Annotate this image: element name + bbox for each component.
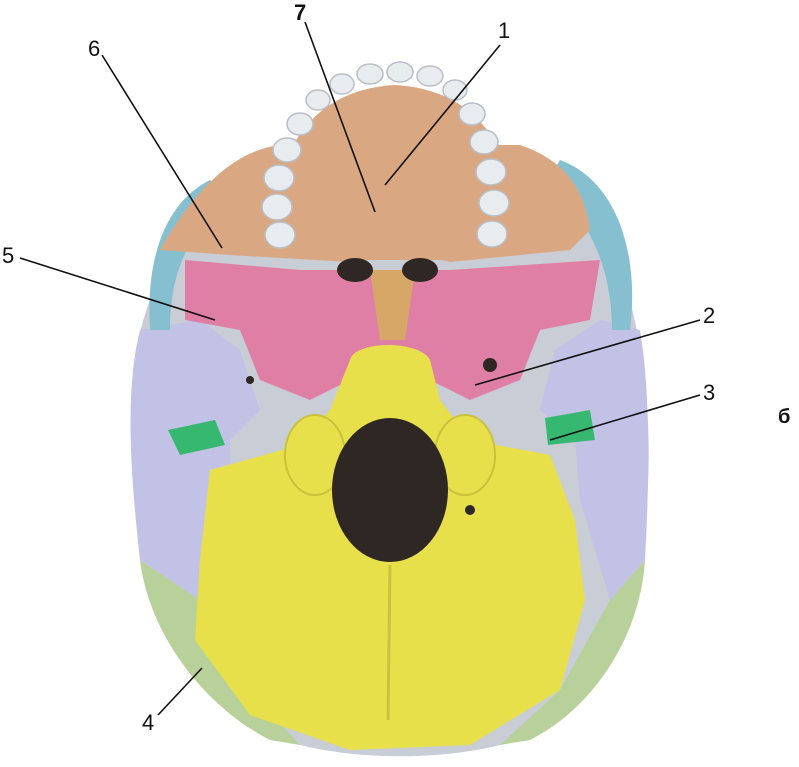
tooth <box>262 194 292 220</box>
tooth <box>330 74 354 94</box>
tooth <box>479 190 509 216</box>
foramen-magnum <box>332 418 448 562</box>
choana-left <box>337 258 373 282</box>
foramen <box>483 358 497 372</box>
tooth <box>265 222 295 248</box>
tooth <box>357 64 383 84</box>
label-4: 4 <box>142 712 154 734</box>
choana-right <box>402 258 438 282</box>
leader-line-6 <box>102 55 222 248</box>
tooth <box>273 138 301 162</box>
tooth <box>264 165 294 191</box>
tooth <box>306 90 330 110</box>
label-5: 5 <box>2 245 14 267</box>
foramen <box>246 376 254 384</box>
occipital-crest <box>388 565 390 720</box>
tooth <box>387 62 413 82</box>
tooth <box>477 221 507 247</box>
tooth <box>417 66 443 86</box>
foramen <box>465 505 475 515</box>
label-7: 7 <box>294 2 306 24</box>
label-1: 1 <box>498 20 510 42</box>
tooth <box>459 103 485 125</box>
panel-letter: б <box>778 406 790 429</box>
leader-line-4 <box>158 668 202 715</box>
tooth <box>287 113 313 135</box>
label-2: 2 <box>703 305 715 327</box>
label-6: 6 <box>88 38 100 60</box>
label-3: 3 <box>703 382 715 404</box>
tooth <box>476 159 506 185</box>
tooth <box>470 130 498 154</box>
